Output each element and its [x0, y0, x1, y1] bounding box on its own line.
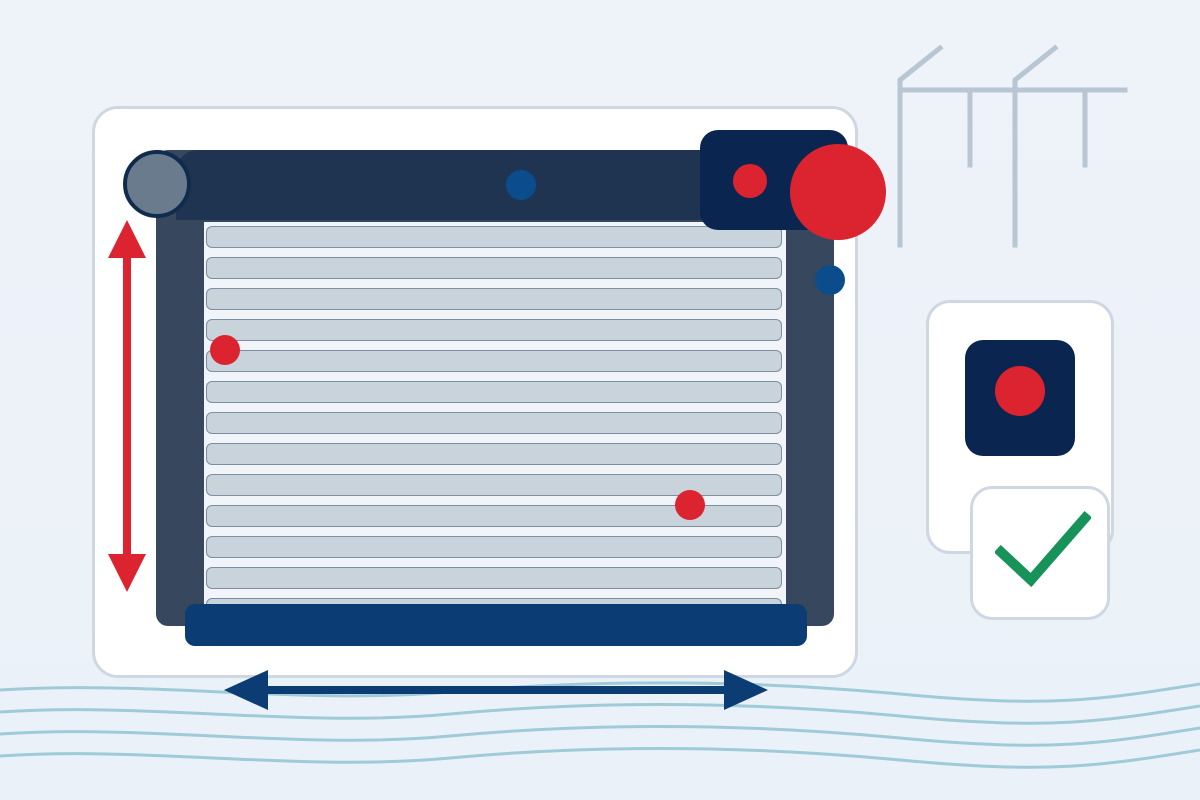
blue-marker-dot: [815, 265, 845, 295]
shutter-slat: [206, 474, 782, 496]
shutter-slat: [206, 226, 782, 248]
bottom-rail[interactable]: [185, 604, 807, 646]
shutter-slats[interactable]: [204, 222, 786, 606]
double-arrow-horizontal-icon: [224, 670, 768, 710]
shutter-slat: [206, 598, 782, 606]
red-marker-dot: [210, 335, 240, 365]
shutter-slat: [206, 381, 782, 403]
checkmark-icon: [995, 510, 1091, 588]
water-waves: [0, 681, 1200, 769]
red-marker-dot: [675, 490, 705, 520]
shutter-slat: [206, 412, 782, 434]
shutter-slat: [206, 288, 782, 310]
double-arrow-vertical-icon: [108, 220, 146, 592]
shutter-slat: [206, 443, 782, 465]
motor-large-red-dot: [790, 144, 886, 240]
shutter-slat: [206, 505, 782, 527]
shutter-slat: [206, 567, 782, 589]
remote-button-indicator: [995, 366, 1045, 416]
roller-housing: [176, 150, 756, 220]
shutter-slat: [206, 350, 782, 372]
shutter-slat: [206, 257, 782, 279]
confirm-card[interactable]: [970, 486, 1110, 620]
shutter-slat: [206, 319, 782, 341]
blue-marker-dot: [506, 170, 536, 200]
shutter-slat: [206, 536, 782, 558]
scaffold-line-icon: [897, 44, 1128, 248]
motor-indicator-dot: [733, 164, 767, 198]
corner-knob-icon: [123, 150, 191, 218]
